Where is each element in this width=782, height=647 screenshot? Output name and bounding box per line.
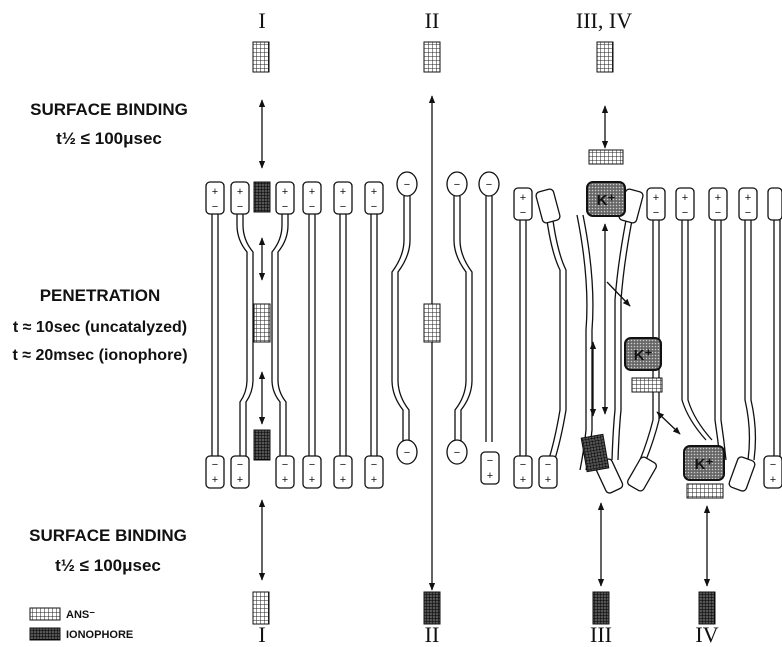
ionophore-molecule-bottom-2 (424, 592, 440, 624)
svg-text:−: − (282, 201, 288, 213)
legend-ionophore-swatch (30, 628, 60, 640)
ans-molecule-bottom-1 (253, 592, 269, 624)
ans-molecule-top-3 (597, 42, 613, 72)
svg-text:−: − (212, 459, 218, 471)
column-label-top-2: II (425, 8, 440, 33)
svg-text:+: + (682, 192, 688, 204)
svg-text:−: − (653, 207, 659, 219)
legend-ans-label: ANS⁻ (66, 609, 95, 621)
svg-text:−: − (340, 201, 346, 213)
svg-text:+: + (237, 186, 243, 198)
surface-binding-bottom-label: SURFACE BINDING (29, 526, 187, 545)
svg-text:−: − (454, 447, 460, 459)
legend-ans-swatch (30, 608, 60, 620)
surface-binding-top-label: SURFACE BINDING (30, 100, 188, 119)
ans-molecule-penetrating-2 (424, 304, 440, 342)
svg-text:+: + (487, 470, 493, 482)
column-label-top-3: III, IV (576, 8, 632, 33)
svg-text:+: + (212, 474, 218, 486)
ans-molecule-bound-top (254, 182, 270, 212)
svg-text:−: − (371, 459, 377, 471)
ionophore-molecule-bottom-3 (593, 592, 609, 624)
svg-text:+: + (371, 186, 377, 198)
column-label-bottom-3: III (590, 622, 612, 647)
legend-ionophore-label: IONOPHORE (66, 629, 133, 641)
svg-text:+: + (237, 474, 243, 486)
svg-text:+: + (282, 186, 288, 198)
penetration-ionophore: t ≈ 20msec (ionophore) (12, 347, 187, 364)
svg-text:−: − (682, 207, 688, 219)
k-ion-label-top: K⁺ (597, 192, 616, 209)
surface-binding-bottom-time: t½ ≤ 100μsec (55, 556, 161, 575)
ans-molecule-top-1 (253, 42, 269, 72)
ans-molecule-penetrating-1 (254, 304, 270, 342)
svg-text:−: − (715, 207, 721, 219)
surface-binding-top-time: t½ ≤ 100μsec (56, 129, 162, 148)
svg-text:+: + (545, 474, 551, 486)
svg-text:−: − (371, 201, 377, 213)
svg-text:−: − (520, 459, 526, 471)
svg-text:−: − (486, 179, 492, 191)
svg-text:−: − (309, 201, 315, 213)
svg-text:+: + (520, 192, 526, 204)
svg-text:+: + (653, 192, 659, 204)
penetration-label: PENETRATION (40, 286, 161, 305)
svg-text:+: + (770, 474, 776, 486)
svg-text:+: + (309, 474, 315, 486)
arrow-inner-3-diagonal (607, 282, 630, 306)
ionophore-molecule-bottom-4 (699, 592, 715, 624)
svg-text:+: + (520, 474, 526, 486)
penetration-uncatalyzed: t ≈ 10sec (uncatalyzed) (13, 319, 187, 336)
svg-text:−: − (545, 459, 551, 471)
column-label-bottom-1: I (258, 622, 265, 647)
ionophore-ligand-bottom (687, 484, 723, 498)
svg-text:−: − (282, 459, 288, 471)
svg-text:+: + (371, 474, 377, 486)
ionophore-molecule-bound-bottom (581, 434, 609, 471)
headgroups-top (206, 172, 782, 224)
ans-molecule-bound-bottom (254, 430, 270, 460)
svg-text:−: − (237, 459, 243, 471)
k-ion-label-bottom: K⁺ (695, 456, 714, 473)
column-label-top-1: I (258, 8, 265, 33)
lipid-tails (212, 196, 780, 470)
svg-text:−: − (454, 179, 460, 191)
ans-molecule-penetrating-3 (632, 378, 662, 392)
svg-text:+: + (282, 474, 288, 486)
arrow-k-complex-transfer (657, 412, 680, 434)
svg-text:−: − (309, 459, 315, 471)
svg-text:−: − (487, 455, 493, 467)
svg-text:−: − (404, 179, 410, 191)
svg-text:+: + (745, 192, 751, 204)
svg-text:−: − (212, 201, 218, 213)
ans-molecule-top-2 (424, 42, 440, 72)
svg-text:−: − (340, 459, 346, 471)
svg-text:+: + (212, 186, 218, 198)
svg-text:−: − (520, 207, 526, 219)
svg-text:+: + (340, 474, 346, 486)
svg-text:−: − (404, 447, 410, 459)
svg-text:−: − (237, 201, 243, 213)
svg-text:+: + (309, 186, 315, 198)
svg-text:−: − (770, 459, 776, 471)
svg-text:−: − (745, 207, 751, 219)
column-label-bottom-4: IV (695, 622, 718, 647)
ionophore-ligand-top (589, 150, 623, 164)
k-ion-label-middle: K⁺ (634, 347, 653, 364)
svg-text:+: + (715, 192, 721, 204)
svg-text:+: + (340, 186, 346, 198)
column-label-bottom-2: II (425, 622, 440, 647)
